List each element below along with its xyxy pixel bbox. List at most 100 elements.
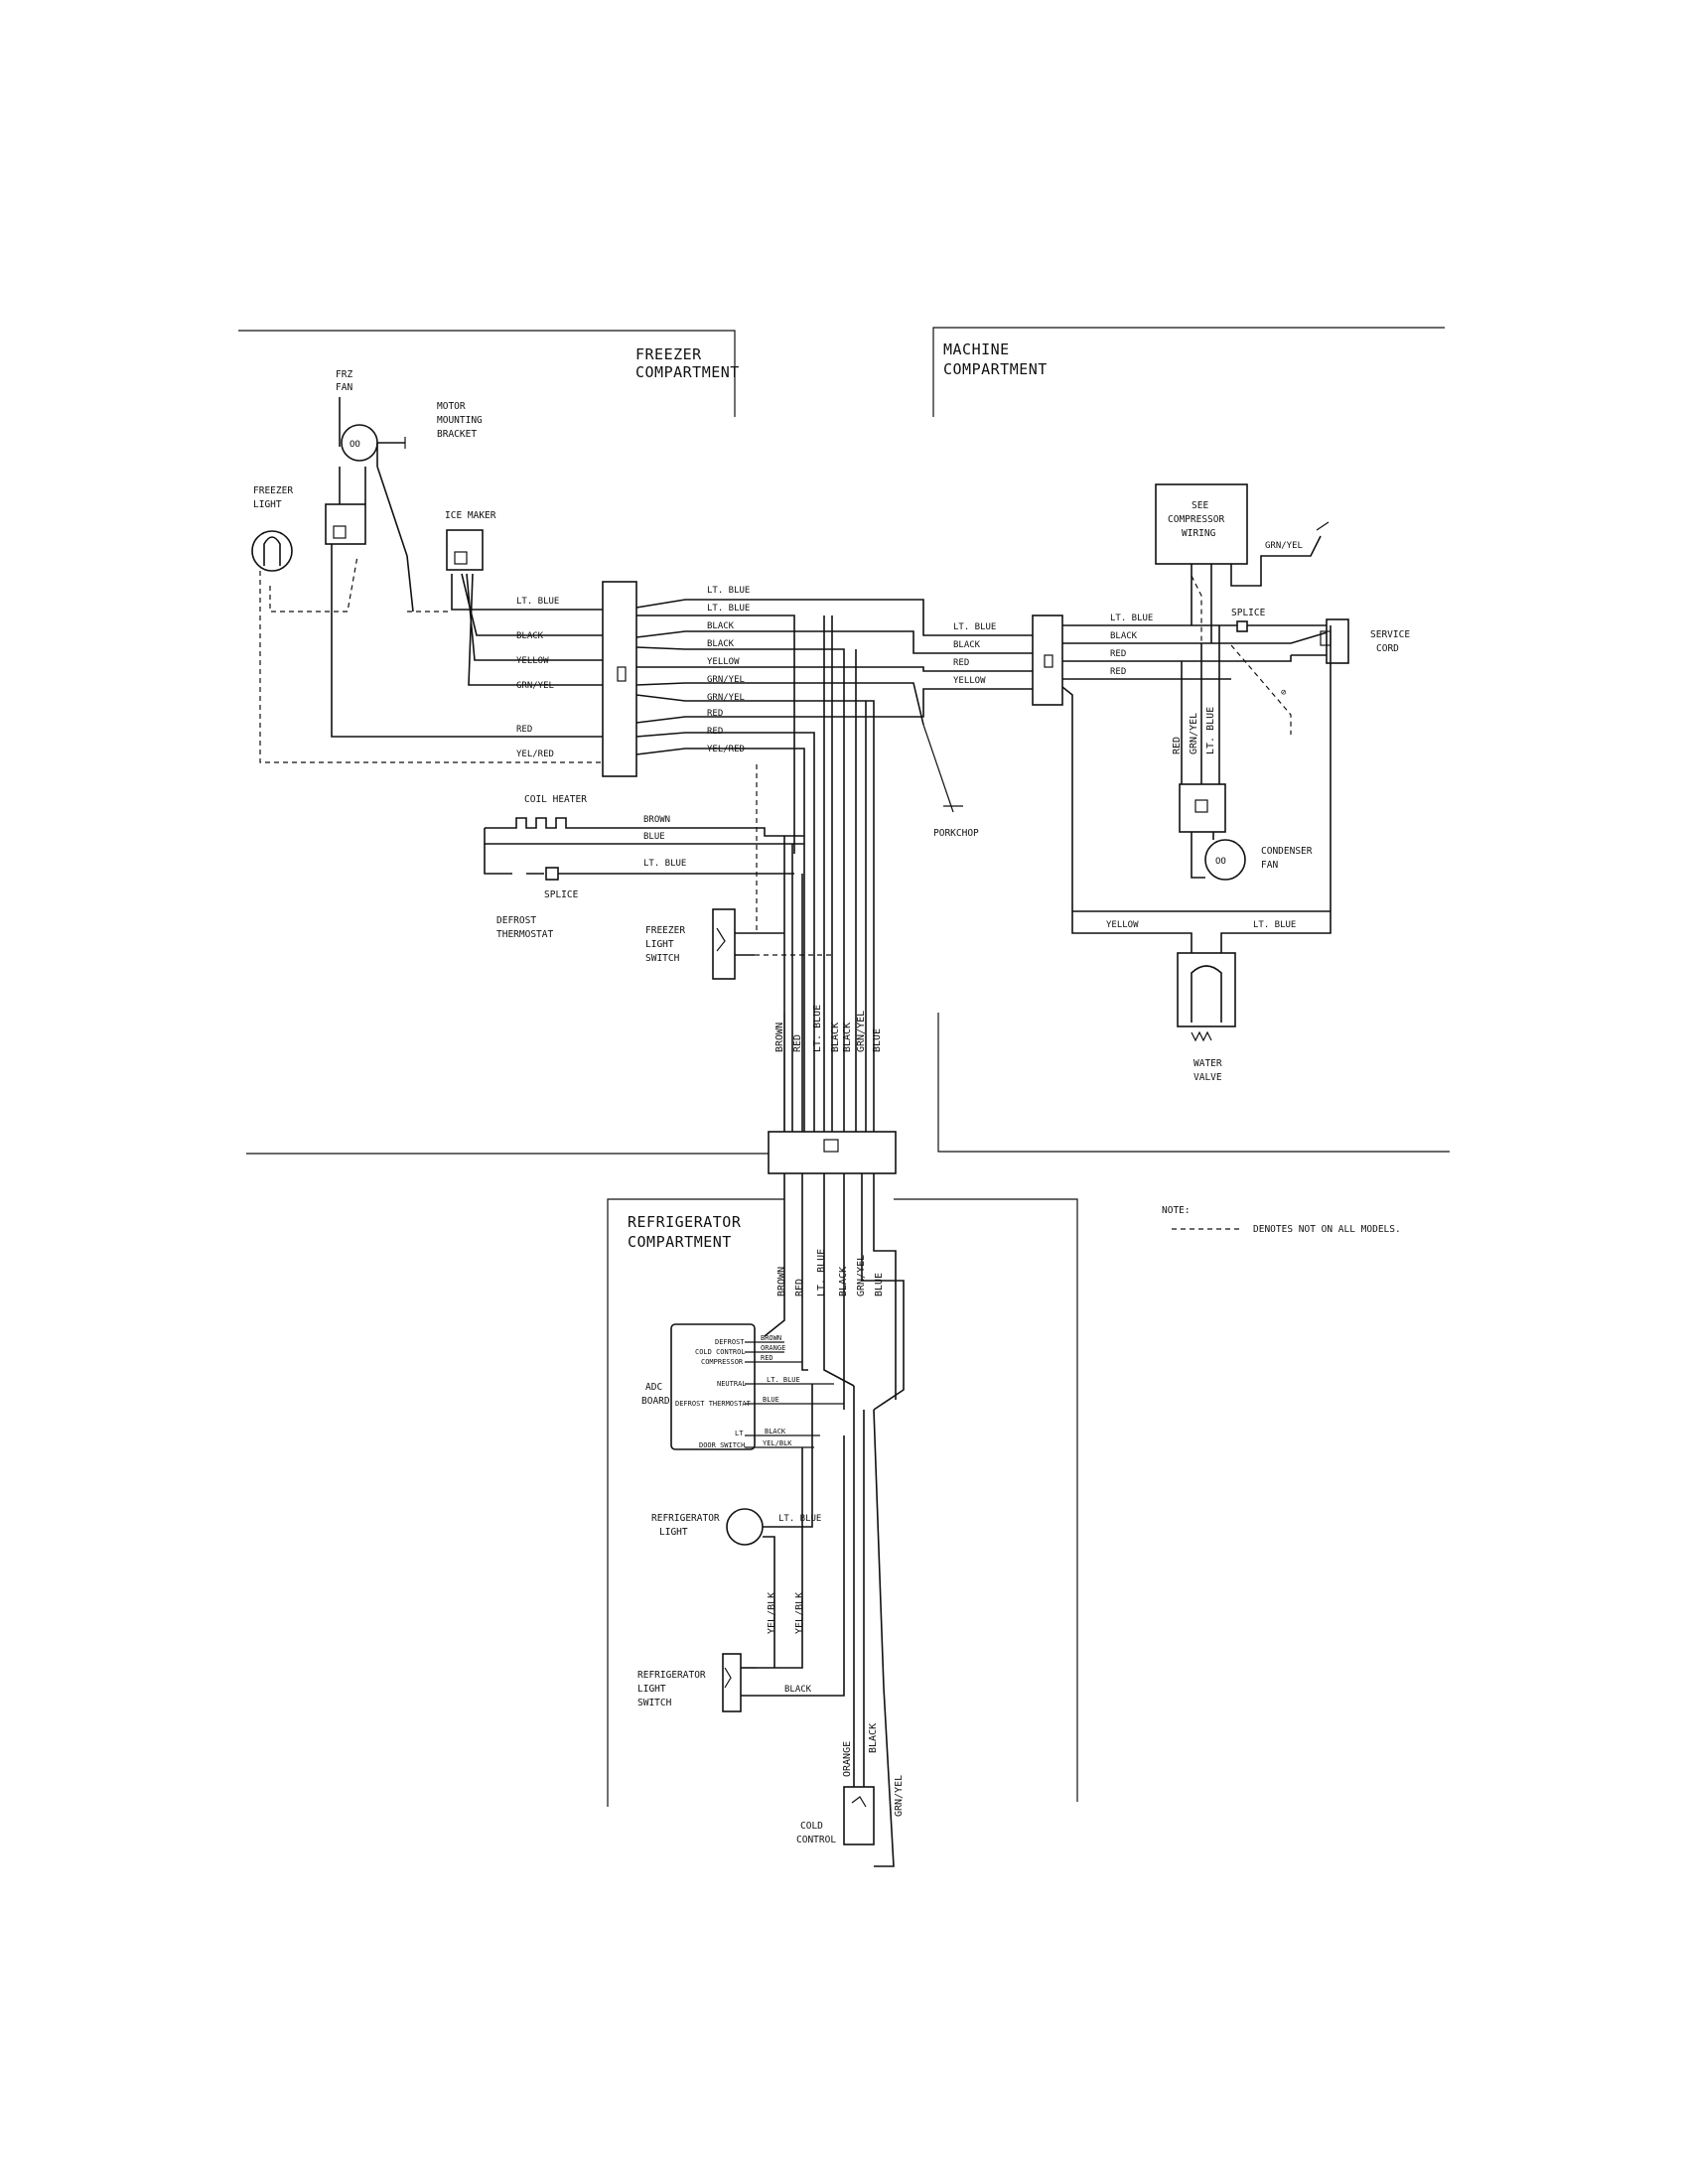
svg-text:COMPRESSOR: COMPRESSOR <box>1168 514 1224 525</box>
svg-text:REFRIGERATOR: REFRIGERATOR <box>637 1670 706 1681</box>
adc-board: ADC BOARD DEFROST COLD CONTROL COMPRESSO… <box>641 1323 844 1450</box>
svg-text:FAN: FAN <box>1261 860 1278 871</box>
defrost-thermostat: DEFROST THERMOSTAT <box>496 915 553 940</box>
svg-text:VALVE: VALVE <box>1193 1072 1222 1083</box>
svg-text:FRZ: FRZ <box>336 369 352 380</box>
svg-text:FREEZER: FREEZER <box>645 925 685 936</box>
harness-lower: BROWN RED LT. BLUE BLACK GRN/YEL BLUE <box>764 1173 905 1411</box>
svg-text:COMPARTMENT: COMPARTMENT <box>943 360 1048 378</box>
svg-text:SEE: SEE <box>1192 500 1208 511</box>
svg-text:FAN: FAN <box>336 382 352 393</box>
svg-text:CONTROL: CONTROL <box>796 1835 836 1845</box>
machine-splice: SPLICE <box>1231 608 1266 632</box>
svg-text:GRN/YEL: GRN/YEL <box>516 681 554 691</box>
svg-text:ORANGE: ORANGE <box>842 1741 853 1777</box>
svg-text:MACHINE: MACHINE <box>943 341 1010 358</box>
cold-control: ORANGE BLACK GRN/YEL COLD CONTROL <box>796 1386 905 1867</box>
svg-text:⊘: ⊘ <box>1281 688 1286 698</box>
svg-text:SWITCH: SWITCH <box>637 1698 672 1708</box>
svg-text:LIGHT: LIGHT <box>637 1684 666 1695</box>
svg-text:LT. BLUE: LT. BLUE <box>1110 614 1153 623</box>
refrigerator-light: REFRIGERATOR LIGHT LT. BLUE YEL/BLK YEL/… <box>651 1384 821 1669</box>
svg-text:RED: RED <box>792 1034 803 1052</box>
refrigerator-compartment-title: REFRIGERATOR COMPARTMENT <box>628 1213 742 1251</box>
compressor-wiring-box: SEE COMPRESSOR WIRING GRN/YEL <box>1155 483 1330 645</box>
svg-text:WIRING: WIRING <box>1182 528 1216 539</box>
svg-text:BLUE: BLUE <box>763 1396 779 1404</box>
svg-text:RED: RED <box>794 1279 805 1297</box>
svg-text:BROWN: BROWN <box>776 1267 787 1297</box>
svg-text:LT. BLUE: LT. BLUE <box>778 1514 821 1524</box>
svg-text:REFRIGERATOR: REFRIGERATOR <box>651 1513 720 1524</box>
svg-text:YEL/RED: YEL/RED <box>516 750 554 759</box>
svg-text:GRN/YEL: GRN/YEL <box>707 675 745 685</box>
svg-text:GRN/YEL: GRN/YEL <box>1265 541 1303 551</box>
svg-text:BROWN: BROWN <box>643 815 670 825</box>
svg-text:GRN/YEL: GRN/YEL <box>856 1255 867 1297</box>
svg-text:FREEZER: FREEZER <box>635 345 702 363</box>
svg-text:SWITCH: SWITCH <box>645 953 680 964</box>
svg-text:COMPARTMENT: COMPARTMENT <box>628 1233 732 1251</box>
freezer-left-wires: LT. BLUE BLACK YELLOW GRN/YEL RED YEL/RE… <box>259 544 603 763</box>
svg-text:RED: RED <box>1110 649 1126 659</box>
machine-compartment-title: MACHINE COMPARTMENT <box>943 341 1048 378</box>
svg-text:COMPARTMENT: COMPARTMENT <box>635 363 740 381</box>
svg-text:BROWN: BROWN <box>761 1334 781 1342</box>
svg-text:LIGHT: LIGHT <box>645 939 674 950</box>
svg-text:LT. BLUE: LT. BLUE <box>643 859 686 869</box>
svg-text:SPLICE: SPLICE <box>1231 608 1266 618</box>
svg-text:OO: OO <box>350 440 360 450</box>
harness-upper: BROWN RED LT. BLUE BLACK BLACK GRN/YEL B… <box>774 615 883 1132</box>
freezer-right-wires: LT. BLUE LT. BLUE BLACK BLACK YELLOW GRN… <box>635 586 1033 1132</box>
svg-text:LT. BLUE: LT. BLUE <box>812 1005 823 1052</box>
svg-text:SERVICE: SERVICE <box>1370 629 1410 640</box>
svg-text:YELLOW: YELLOW <box>1106 920 1139 930</box>
machine-right-wires: LT. BLUE BLACK RED RED <box>1061 614 1332 912</box>
svg-text:GRN/YEL: GRN/YEL <box>707 693 745 703</box>
condenser-fan: RED GRN/YEL LT. BLUE OO CONDENSER FAN ⊘ <box>1172 625 1313 881</box>
svg-text:BLACK: BLACK <box>953 640 981 650</box>
svg-text:THERMOSTAT: THERMOSTAT <box>496 929 553 940</box>
svg-text:LT. BLUE: LT. BLUE <box>767 1376 800 1384</box>
motor-mounting-bracket: MOTOR MOUNTING BRACKET <box>437 401 483 440</box>
svg-text:RED: RED <box>953 658 969 668</box>
svg-text:BLUE: BLUE <box>874 1273 885 1297</box>
svg-text:LT. BLUE: LT. BLUE <box>816 1249 827 1297</box>
freezer-splice-label: SPLICE <box>544 889 579 900</box>
svg-text:RED: RED <box>1172 737 1183 754</box>
svg-text:RED: RED <box>707 709 723 719</box>
svg-text:BLUE: BLUE <box>872 1028 883 1052</box>
refrigerator-light-switch: BLACK REFRIGERATOR LIGHT SWITCH <box>637 1435 845 1712</box>
svg-text:RED: RED <box>516 725 532 735</box>
svg-text:BLACK: BLACK <box>842 1023 853 1052</box>
svg-text:RED: RED <box>1110 667 1126 677</box>
svg-text:OO: OO <box>1215 857 1226 867</box>
main-harness-connector <box>768 1131 897 1174</box>
svg-text:MOTOR: MOTOR <box>437 401 466 412</box>
svg-text:LIGHT: LIGHT <box>253 499 282 510</box>
freezer-light: FREEZER LIGHT <box>251 485 293 572</box>
svg-text:REFRIGERATOR: REFRIGERATOR <box>628 1213 742 1231</box>
svg-text:YEL/BLK: YEL/BLK <box>767 1592 777 1634</box>
porkchop-label: PORKCHOP <box>933 828 979 839</box>
svg-text:BLACK: BLACK <box>1110 631 1138 641</box>
svg-text:YEL/BLK: YEL/BLK <box>763 1439 792 1447</box>
svg-text:YELLOW: YELLOW <box>707 657 740 667</box>
svg-text:COLD: COLD <box>800 1821 823 1832</box>
svg-text:COMPRESSOR: COMPRESSOR <box>701 1358 744 1366</box>
svg-text:DEFROST: DEFROST <box>496 915 536 926</box>
svg-text:MOUNTING: MOUNTING <box>437 415 483 426</box>
svg-text:DENOTES NOT ON ALL MODELS.: DENOTES NOT ON ALL MODELS. <box>1253 1224 1401 1235</box>
svg-text:WATER: WATER <box>1193 1058 1222 1069</box>
machine-connector <box>1032 614 1063 706</box>
svg-text:BOARD: BOARD <box>641 1396 670 1407</box>
svg-text:GRN/YEL: GRN/YEL <box>856 1011 867 1052</box>
svg-text:NOTE:: NOTE: <box>1162 1205 1191 1216</box>
svg-text:BLUE: BLUE <box>643 832 665 842</box>
svg-text:ICE MAKER: ICE MAKER <box>445 510 496 521</box>
svg-text:NEUTRAL: NEUTRAL <box>717 1380 747 1388</box>
svg-text:DOOR SWITCH: DOOR SWITCH <box>699 1441 745 1449</box>
svg-text:LT. BLUE: LT. BLUE <box>1205 707 1216 754</box>
svg-text:COIL HEATER: COIL HEATER <box>524 794 587 805</box>
fan-connector <box>325 466 414 613</box>
